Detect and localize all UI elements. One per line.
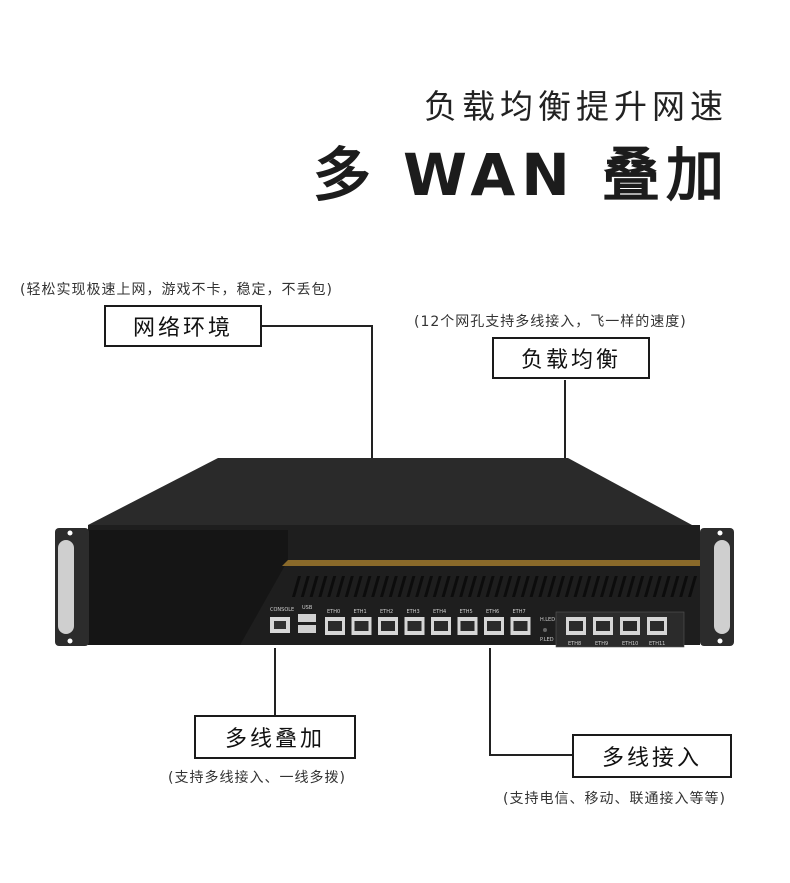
vent-slot (679, 576, 689, 597)
eth-port-label: ETH8 (568, 641, 581, 647)
vent-slot (617, 576, 627, 597)
page-subtitle: 负载均衡提升网速 (424, 87, 728, 126)
usb-port (298, 625, 316, 633)
vent-slot (406, 576, 416, 597)
vent-slot (353, 576, 363, 597)
usb-port-label: USB (302, 605, 313, 611)
vent-slot (292, 576, 301, 597)
vent-slot (564, 576, 574, 597)
vent-slot (459, 576, 469, 597)
vent-slot (450, 576, 460, 597)
vent-slot (556, 576, 565, 597)
vent-slot (468, 576, 477, 597)
vent-slot (318, 576, 328, 597)
vent-slot (494, 576, 504, 597)
eth-port-label: ETH11 (649, 641, 665, 647)
vent-slot (371, 576, 381, 597)
vent-slot (547, 576, 557, 597)
vent-slot (432, 576, 442, 597)
vent-slot (362, 576, 372, 597)
vent-slot (476, 576, 486, 597)
eth-port-label: ETH10 (622, 641, 638, 647)
vent-slot (600, 576, 609, 597)
vent-slot (327, 576, 337, 597)
eth-port-label: ETH3 (407, 609, 420, 615)
eth-port-label: ETH5 (460, 609, 473, 615)
vent-slot (573, 576, 583, 597)
vent-slot (626, 576, 636, 597)
vent-slot (688, 576, 697, 597)
vent-slot (635, 576, 645, 597)
vent-slot (652, 576, 662, 597)
vent-slot (388, 576, 398, 597)
vent-slot (380, 576, 389, 597)
vent-slot (300, 576, 310, 597)
vent-slot (503, 576, 513, 597)
vent-slot (661, 576, 671, 597)
vent-slot (512, 576, 521, 597)
usb-port (298, 614, 316, 622)
network-note: (轻松实现极速上网，游戏不卡，稳定，不丢包) (20, 282, 333, 298)
vent-slot (336, 576, 345, 597)
stack-label: 多线叠加 (194, 715, 356, 759)
vent-slot (520, 576, 530, 597)
eth-port-label: ETH9 (595, 641, 608, 647)
vent-slot (538, 576, 548, 597)
vent-slot (397, 576, 407, 597)
vent-slot (441, 576, 451, 597)
access-label: 多线接入 (572, 734, 732, 778)
vent-slot (424, 576, 433, 597)
vent-slot (344, 576, 354, 597)
page-title: 多 WAN 叠加 (312, 141, 730, 209)
vent-slot (591, 576, 601, 597)
balance-note: (12个网孔支持多线接入，飞一样的速度) (414, 314, 687, 330)
vent-slot (415, 576, 425, 597)
eth-port-label: ETH2 (380, 609, 393, 615)
hled-label: H.LED (540, 617, 555, 623)
vent-slot (608, 576, 618, 597)
balance-label: 负载均衡 (492, 337, 650, 379)
vent-slot (485, 576, 495, 597)
pled-label: P.LED (540, 637, 554, 643)
eth-port-label: ETH4 (433, 609, 446, 615)
vent-grille (292, 576, 697, 597)
console-port-label: CONSOLE (270, 607, 294, 613)
vent-slot (582, 576, 592, 597)
eth-port-label: ETH0 (327, 609, 340, 615)
stack-note: (支持多线接入、一线多拨) (168, 770, 346, 786)
eth-port-label: ETH1 (354, 609, 367, 615)
access-note: (支持电信、移动、联通接入等等) (503, 791, 726, 807)
network-label: 网络环境 (104, 305, 262, 347)
vent-slot (309, 576, 319, 597)
vent-slot (670, 576, 680, 597)
eth-port-label: ETH7 (513, 609, 526, 615)
led-indicator (543, 628, 547, 632)
vent-slot (644, 576, 653, 597)
vent-slot (529, 576, 539, 597)
eth-port-label: ETH6 (486, 609, 499, 615)
